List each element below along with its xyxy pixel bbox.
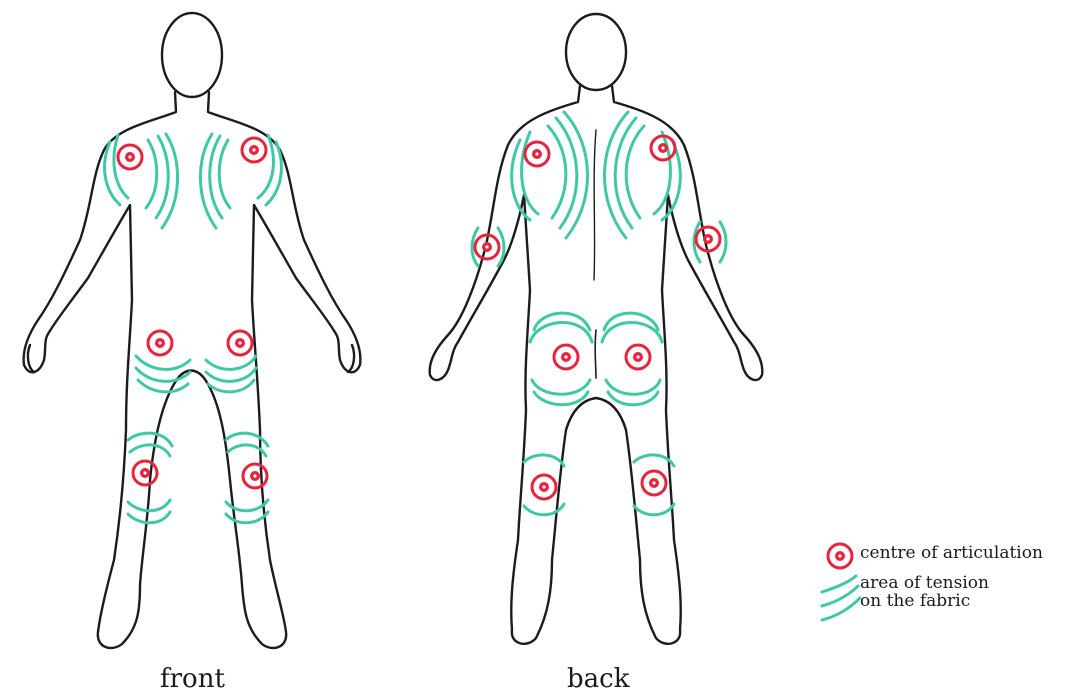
back-label: back [567, 664, 629, 694]
front-body-outline [24, 92, 361, 648]
legend-tension-label-line1: area of tension [860, 574, 989, 592]
back-tension-areas [472, 112, 726, 515]
joint-marker [651, 136, 675, 160]
joint-marker [525, 142, 549, 166]
back-head [566, 14, 626, 90]
legend-tension-label-line2: on the fabric [860, 592, 970, 610]
joint-marker [696, 227, 720, 251]
joint-marker [118, 145, 142, 169]
back-figure [430, 14, 763, 644]
front-articulation-centres [118, 138, 267, 488]
legend-articulation-symbol [828, 544, 852, 568]
front-head [162, 13, 222, 97]
joint-marker [626, 345, 650, 369]
joint-marker [228, 331, 252, 355]
joint-marker [532, 475, 556, 499]
joint-marker [133, 461, 157, 485]
legend-tension-symbol [822, 576, 860, 620]
front-figure [24, 13, 361, 648]
joint-marker [242, 138, 266, 162]
joint-marker [243, 464, 267, 488]
legend-articulation-label: centre of articulation [860, 544, 1043, 562]
joint-marker [554, 345, 578, 369]
front-label: front [160, 664, 225, 694]
joint-marker [148, 331, 172, 355]
joint-marker [642, 471, 666, 495]
